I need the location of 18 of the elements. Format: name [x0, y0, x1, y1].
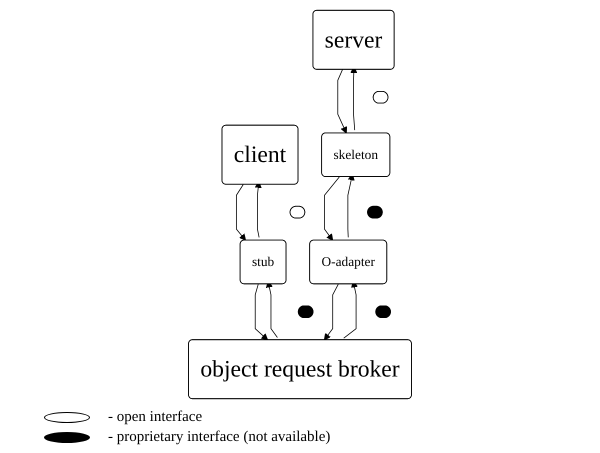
arrow — [254, 284, 268, 340]
process-box: object request broker — [188, 339, 412, 400]
process-box: server — [312, 10, 395, 70]
arrow — [324, 284, 339, 340]
legend-label: - proprietary interface (not available) — [108, 428, 330, 446]
arrow — [236, 184, 246, 241]
interface-ellipse — [290, 206, 306, 218]
interface-ellipse — [298, 305, 314, 318]
process-box: skeleton — [321, 132, 390, 177]
arrow — [324, 176, 340, 241]
legend-label: - open interface — [108, 408, 202, 426]
process-box: client — [222, 124, 298, 185]
arrow — [337, 69, 348, 134]
interface-ellipse — [372, 90, 388, 104]
interface-ellipse — [375, 305, 391, 318]
process-box: stub — [240, 240, 286, 284]
interface-ellipse — [367, 206, 383, 218]
process-box: O-adapter — [309, 240, 388, 284]
